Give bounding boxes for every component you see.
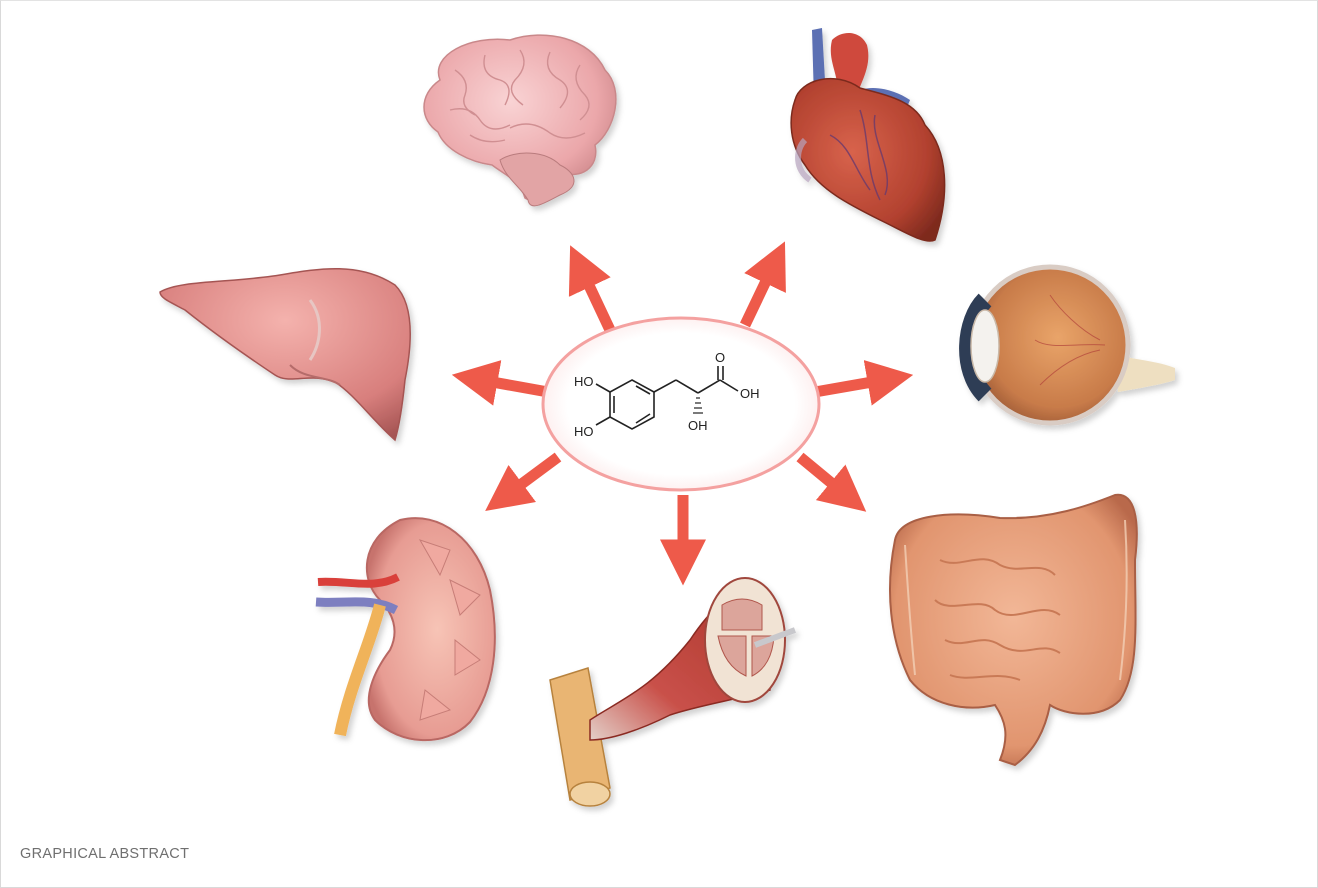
arrow-to-intestine xyxy=(800,457,852,500)
eye-illustration xyxy=(968,267,1175,423)
muscle-illustration xyxy=(550,578,795,806)
arrow-to-heart xyxy=(745,258,777,325)
brain-illustration xyxy=(424,35,616,206)
label-carbonyl-o: O xyxy=(715,350,725,365)
figure-caption: GRAPHICAL ABSTRACT xyxy=(20,846,189,862)
kidney-illustration xyxy=(316,518,495,740)
liver-illustration xyxy=(160,269,410,440)
arrow-to-kidney xyxy=(500,457,558,500)
label-ho-top: HO xyxy=(574,374,594,389)
label-ho-bottom: HO xyxy=(574,424,594,439)
intestine-illustration xyxy=(890,495,1137,765)
arrow-to-brain xyxy=(578,262,610,330)
arrow-to-liver xyxy=(470,378,548,392)
molecule-ellipse xyxy=(543,318,819,490)
heart-illustration xyxy=(791,28,944,241)
label-acid-oh: OH xyxy=(740,386,760,401)
arrow-to-eye xyxy=(815,378,895,392)
label-alpha-oh: OH xyxy=(688,418,708,433)
